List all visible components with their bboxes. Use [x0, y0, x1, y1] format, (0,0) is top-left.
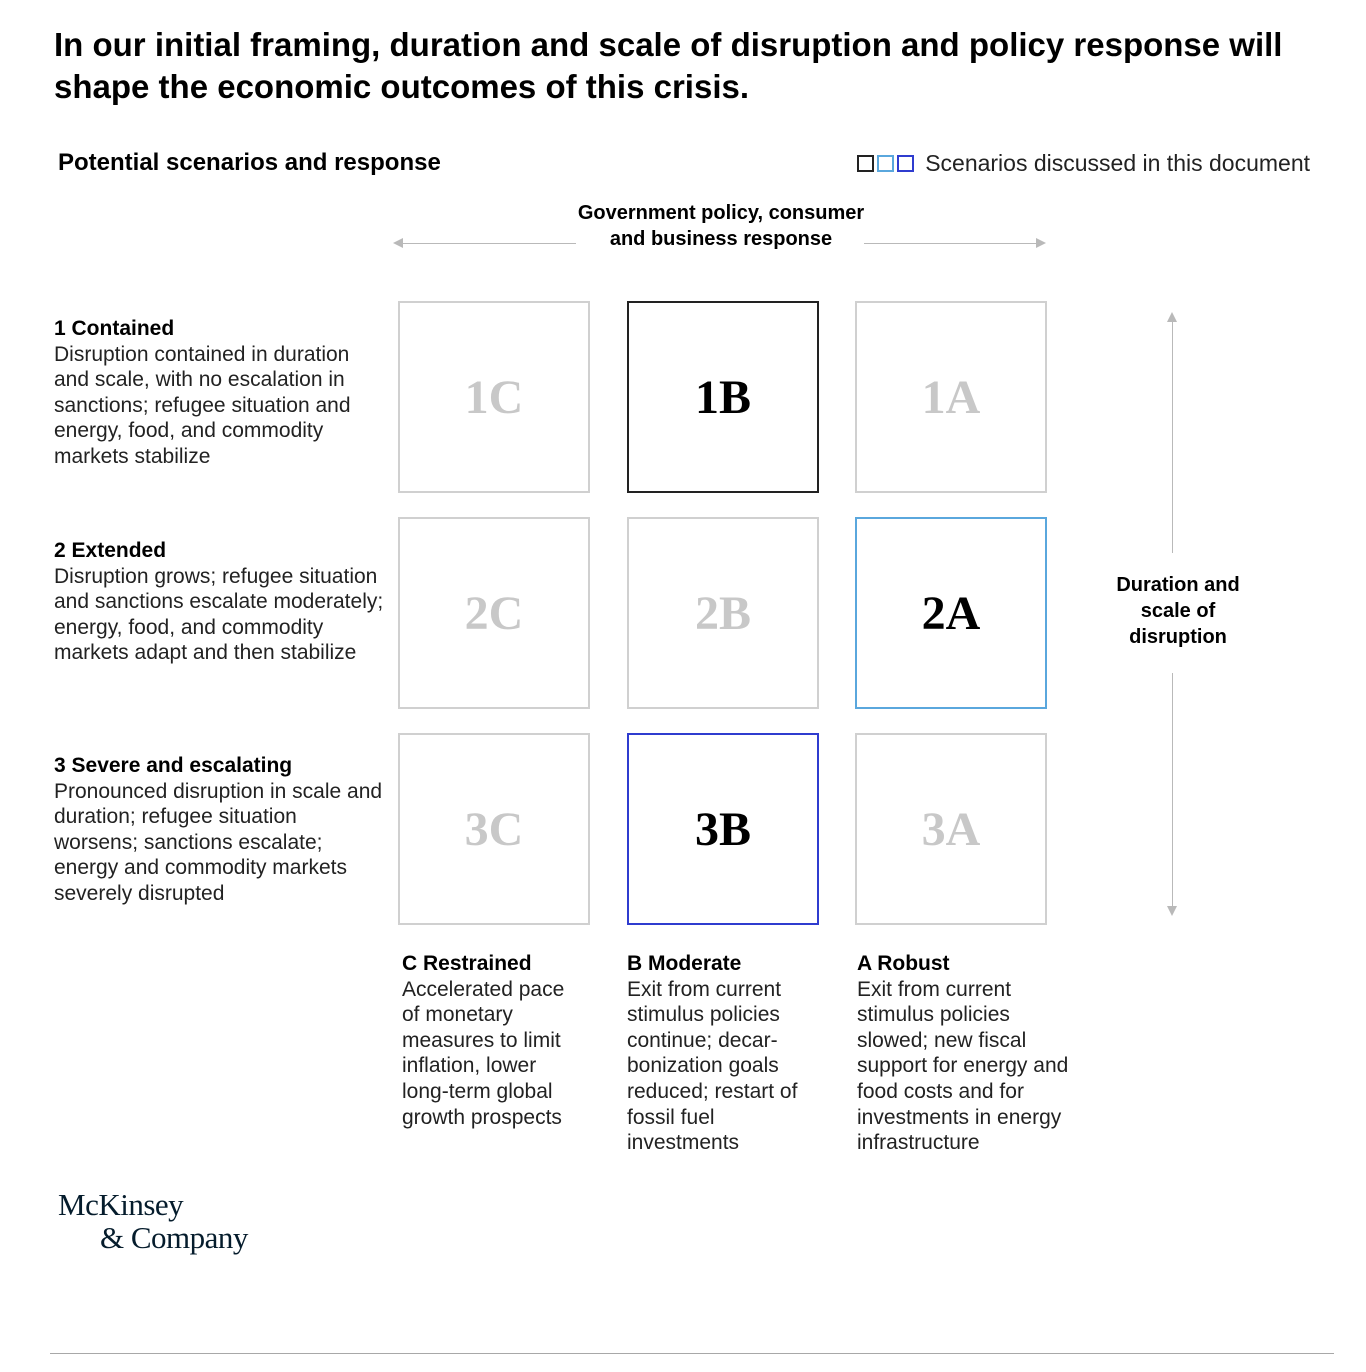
chart-subtitle: Potential scenarios and response: [58, 149, 441, 176]
scenario-cell-1c: 1C: [398, 301, 590, 493]
logo-line-2: & Company: [100, 1220, 248, 1255]
column-title: B Moderate: [627, 952, 742, 975]
vertical-arrow-bottom-line: [1172, 673, 1173, 908]
horizontal-arrow-right-line: [864, 243, 1040, 244]
bottom-divider: [50, 1353, 1334, 1354]
legend-swatch-blue: [897, 154, 915, 172]
scenario-cell-3b: 3B: [627, 733, 819, 925]
row-title: 3 Severe and escalating: [54, 754, 293, 777]
vertical-axis-label: Duration and scale of disruption: [1116, 574, 1240, 648]
legend-text: Scenarios discussed in this document: [925, 149, 1310, 176]
horizontal-arrow-left-line: [400, 243, 576, 244]
left-arrowhead-icon: [393, 238, 403, 248]
legend-swatches: [857, 154, 915, 172]
scenario-cell-1b: 1B: [627, 301, 819, 493]
column-text: Accelerated pace of monetary measures to…: [402, 977, 565, 1129]
right-arrowhead-icon: [1036, 238, 1046, 248]
column-title: C Restrained: [402, 952, 532, 975]
row-text: Disruption contained in duration and sca…: [54, 342, 351, 468]
page-title: In our initial framing, duration and sca…: [54, 26, 1283, 105]
scenario-cell-2b: 2B: [627, 517, 819, 709]
row-text: Pronounced disruption in scale and durat…: [54, 779, 383, 905]
vertical-arrow-top-line: [1172, 320, 1173, 553]
mckinsey-logo: McKinsey & Company: [58, 1188, 248, 1254]
up-arrowhead-icon: [1167, 312, 1177, 322]
scenario-cell-2a: 2A: [855, 517, 1047, 709]
logo-line-1: McKinsey: [58, 1187, 184, 1222]
horizontal-axis-label: Government policy, consumer and business…: [577, 202, 865, 250]
row-description-contained: 1 Contained Disruption contained in dura…: [54, 316, 384, 470]
row-description-extended: 2 Extended Disruption grows; refugee sit…: [54, 538, 384, 666]
column-description-robust: A Robust Exit from current stimulus poli…: [857, 951, 1082, 1156]
scenario-cell-2c: 2C: [398, 517, 590, 709]
legend: Scenarios discussed in this document: [857, 148, 1310, 178]
column-description-moderate: B Moderate Exit from current stimulus po…: [627, 951, 807, 1156]
column-title: A Robust: [857, 952, 950, 975]
row-title: 1 Contained: [54, 317, 175, 340]
down-arrowhead-icon: [1167, 906, 1177, 916]
legend-swatch-light-blue: [877, 154, 895, 172]
scenario-cell-1a: 1A: [855, 301, 1047, 493]
column-text: Exit from current stimulus policies cont…: [627, 977, 798, 1155]
row-text: Disruption grows; refugee situa­tion and…: [54, 564, 384, 665]
scenario-cell-3a: 3A: [855, 733, 1047, 925]
scenario-cell-3c: 3C: [398, 733, 590, 925]
row-description-severe: 3 Severe and escalating Pronounced disru…: [54, 753, 384, 907]
column-text: Exit from current stimulus policies slow…: [857, 977, 1069, 1155]
legend-swatch-black: [857, 154, 875, 172]
row-title: 2 Extended: [54, 539, 167, 562]
column-description-restrained: C Restrained Accelerated pace of monetar…: [402, 951, 587, 1130]
